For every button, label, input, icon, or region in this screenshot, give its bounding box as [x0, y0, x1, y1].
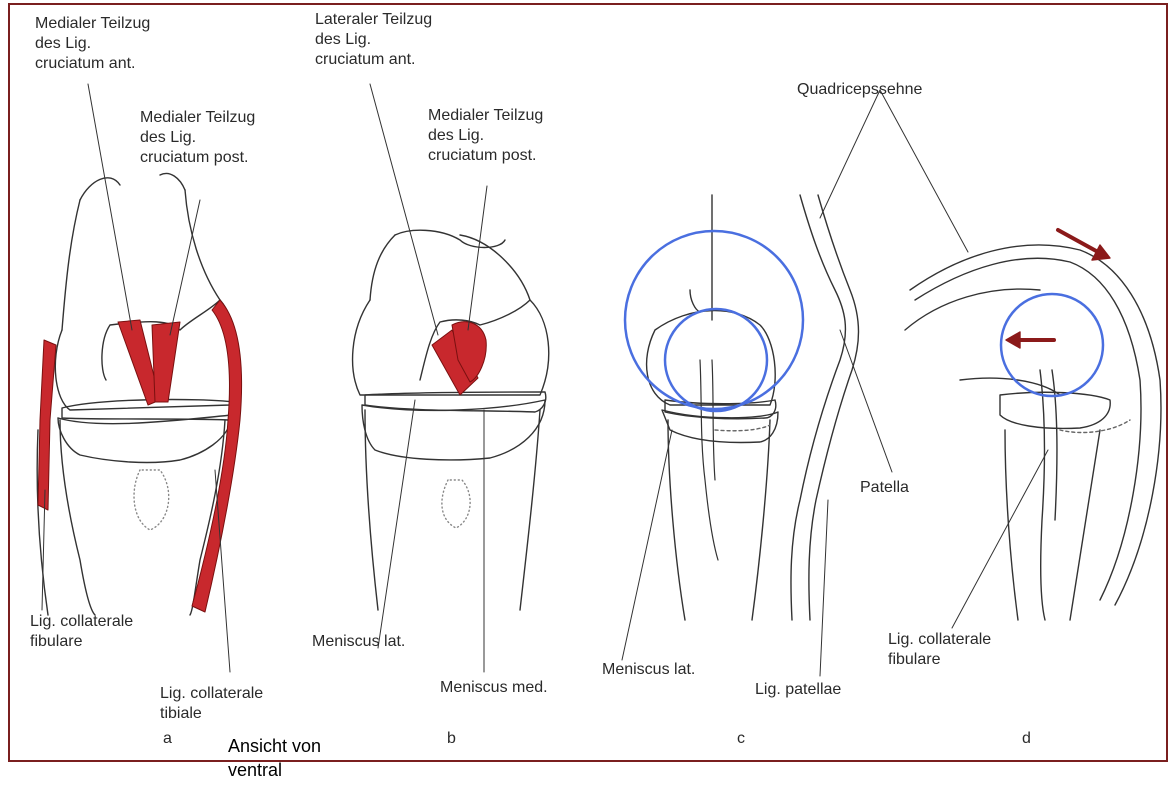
- label-a-fibulare: Lig. collaterale fibulare: [30, 612, 133, 652]
- label-c-lig-patellae: Lig. patellae: [755, 680, 841, 700]
- label-c-patella: Patella: [860, 478, 909, 498]
- panel-letter-a: a: [163, 730, 172, 748]
- panel-d-knee: [715, 230, 1161, 620]
- label-d-fibulare: Lig. collaterale fibulare: [888, 630, 991, 670]
- quadriceps-tendon-d: [910, 245, 1161, 605]
- arrow-right-down: [1058, 230, 1110, 260]
- arrow-left: [1006, 332, 1054, 348]
- patella-tendon-c: [791, 195, 859, 620]
- label-a-tibiale: Lig. collaterale tibiale: [160, 684, 263, 724]
- femur-a: [62, 190, 220, 330]
- fibular-ligament-d: [1040, 370, 1057, 620]
- panel-a-knee: [37, 173, 241, 615]
- tibia-plateau-b: [362, 400, 545, 460]
- tibia-c: [668, 420, 770, 620]
- lateral-ligament-c: [700, 360, 718, 560]
- label-b-meniscus-lat: Meniscus lat.: [312, 632, 405, 652]
- tibia-b: [365, 410, 540, 610]
- label-c-quadriceps: Quadricepssehne: [797, 80, 922, 100]
- femur-d: [905, 289, 1040, 330]
- panel-letter-b: b: [447, 730, 456, 748]
- cruciate-ligaments-b: [432, 322, 486, 395]
- label-b-medial-post: Medialer Teilzug des Lig. cruciatum post…: [428, 106, 543, 166]
- label-c-meniscus-lat: Meniscus lat.: [602, 660, 695, 680]
- inner-joint-circle: [665, 309, 767, 411]
- label-a-medial-post: Medialer Teilzug des Lig. cruciatum post…: [140, 108, 255, 168]
- label-a-medial-ant: Medialer Teilzug des Lig. cruciatum ant.: [35, 14, 150, 74]
- view-note: Ansicht von ventral: [228, 734, 321, 782]
- tibia-plateau-a: [58, 415, 232, 462]
- panel-b-knee: [353, 230, 549, 610]
- panel-letter-c: c: [737, 730, 745, 748]
- panel-c-knee: [625, 195, 859, 620]
- femur-b: [370, 235, 530, 300]
- label-b-meniscus-med: Meniscus med.: [440, 678, 548, 698]
- panel-letter-d: d: [1022, 730, 1031, 748]
- femur-c: [690, 195, 712, 320]
- label-b-lateral-ant: Lateraler Teilzug des Lig. cruciatum ant…: [315, 10, 432, 70]
- tibia-d: [1005, 430, 1100, 620]
- outer-joint-circle: [625, 231, 803, 409]
